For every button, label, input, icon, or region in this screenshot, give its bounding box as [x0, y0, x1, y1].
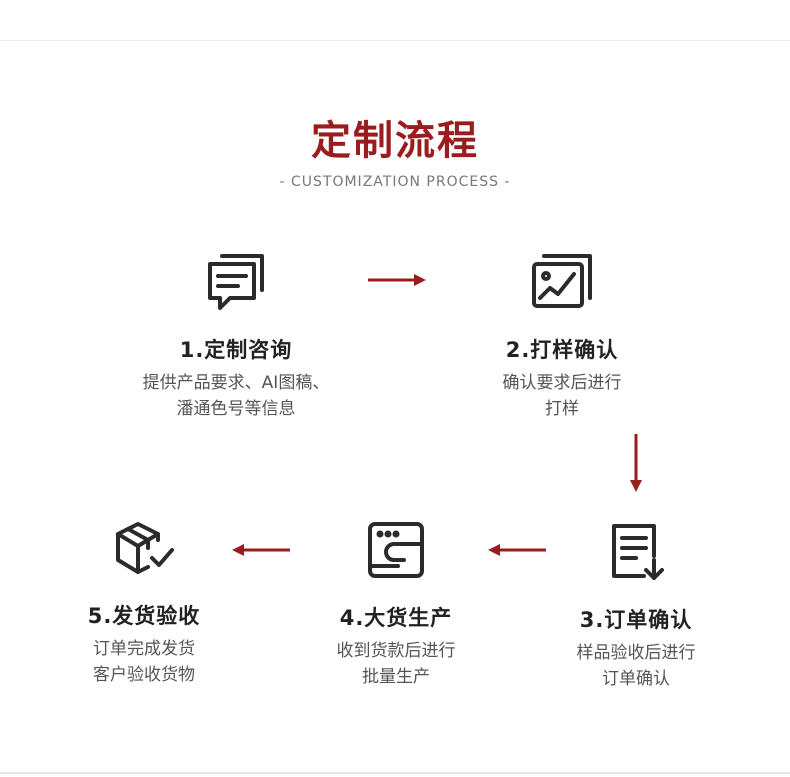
step-sampling: 2.打样确认 确认要求后进行 打样: [442, 250, 682, 422]
step-description: 样品验收后进行 订单确认: [576, 643, 696, 689]
step-description: 确认要求后进行 打样: [502, 373, 622, 419]
top-divider: [0, 40, 790, 41]
step-consultation: 1.定制咨询 提供产品要求、AI图稿、 潘通色号等信息: [116, 250, 356, 422]
step-description: 收到货款后进行 批量生产: [336, 641, 456, 687]
step-delivery: 5.发货验收 订单完成发货 客户验收货物: [24, 516, 264, 688]
arrow-left: [232, 544, 290, 556]
page-title: 定制流程: [311, 118, 479, 164]
step-title: 1.定制咨询: [179, 338, 293, 362]
step-description: 订单完成发货 客户验收货物: [93, 639, 195, 685]
step-mass-production: 4.大货生产 收到货款后进行 批量生产: [276, 518, 516, 690]
page-subtitle: - CUSTOMIZATION PROCESS -: [279, 174, 511, 190]
step-order-confirm: 3.订单确认 样品验收后进行 订单确认: [516, 520, 756, 692]
arrow-right: [368, 274, 426, 286]
image-sample-icon: [532, 254, 592, 308]
step-title: 2.打样确认: [505, 338, 619, 362]
arrow-left: [488, 544, 546, 556]
step-title: 4.大货生产: [339, 606, 453, 630]
step-description: 提供产品要求、AI图稿、 潘通色号等信息: [142, 373, 330, 419]
chat-bubbles-icon: [208, 254, 264, 310]
step-title: 3.订单确认: [579, 608, 693, 632]
arrow-down: [630, 434, 642, 492]
step-title: 5.发货验收: [87, 604, 201, 628]
bottom-divider: [0, 772, 790, 774]
document-download-icon: [612, 524, 664, 580]
sewing-machine-icon: [368, 522, 424, 578]
box-check-icon: [116, 522, 174, 574]
